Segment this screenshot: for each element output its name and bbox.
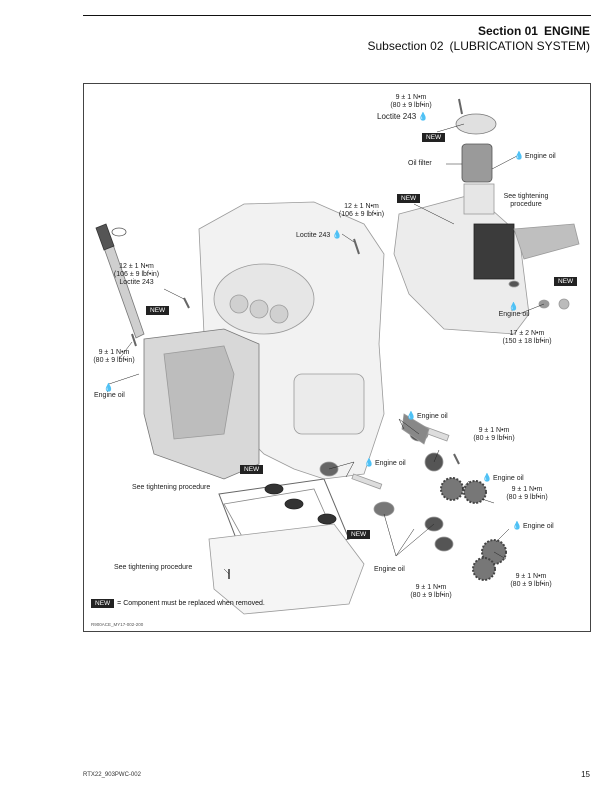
header-rule [83, 15, 591, 16]
callout-torque-top: 9 ± 1 N•m(80 ± 9 lbf•in) [390, 94, 432, 109]
footer-page-number: 15 [581, 770, 590, 779]
legend-text: = Component must be replaced when remove… [117, 600, 265, 607]
callout-torque-gears2: 9 ± 1 N•m(80 ± 9 lbf•in) [506, 486, 548, 501]
callout-oil-filter: Oil filter [408, 160, 432, 167]
callout-loctite-top: Loctite 243 💧 [377, 112, 429, 121]
oil-drop-icon: 💧 [508, 302, 519, 311]
exploded-view-figure: 9 ± 1 N•m(80 ± 9 lbf•in) Loctite 243 💧 N… [83, 83, 591, 632]
new-badge: NEW [554, 277, 578, 286]
new-badge: NEW [347, 530, 371, 539]
section-number: Section 01 [477, 24, 538, 38]
callout-torque-bottom: 9 ± 1 N•m(80 ± 9 lbf•in) [410, 584, 452, 599]
oil-drop-icon: 💧 [332, 230, 343, 239]
callout-engine-oil-gears: 💧Engine oil [406, 411, 448, 421]
new-badge: NEW [240, 465, 264, 474]
callout-torque-bottom-right: 9 ± 1 N•m(80 ± 9 lbf•in) [510, 573, 552, 588]
new-badge: NEW [91, 599, 115, 608]
oil-drop-icon: 💧 [512, 521, 522, 530]
section-title: Section 01 ENGINE [478, 24, 590, 38]
oil-drop-icon: 💧 [514, 151, 524, 160]
callout-see-tightening-left: See tightening procedure [132, 484, 211, 491]
callout-engine-oil-bottom: Engine oil [374, 566, 405, 573]
callout-torque-mid: 12 ± 1 N•m(106 ± 9 lbf•in) [338, 203, 385, 218]
subsection-title: Subsection 02 (LUBRICATION SYSTEM) [367, 39, 590, 53]
callout-torque-dipstick: 9 ± 1 N•m(80 ± 9 lbf•in) [93, 349, 135, 364]
new-badge: NEW [422, 133, 446, 142]
footer-doc-code: RTX22_903PWC-002 [83, 772, 141, 778]
new-badge: NEW [397, 194, 421, 203]
oil-drop-icon: 💧 [418, 112, 429, 121]
callout-see-tightening-bottom: See tightening procedure [114, 564, 193, 571]
oil-drop-icon: 💧 [103, 383, 114, 392]
callout-torque-right: 17 ± 2 N•m(150 ± 18 lbf•in) [502, 330, 552, 345]
new-badge: NEW [146, 306, 170, 315]
callout-engine-oil-gears3: 💧Engine oil [512, 521, 554, 531]
callout-engine-oil-filter: 💧Engine oil [514, 151, 556, 161]
section-name: ENGINE [543, 24, 590, 38]
oil-drop-icon: 💧 [482, 473, 492, 482]
callout-engine-oil-center: 💧Engine oil [364, 458, 406, 468]
callout-loctite-mid: Loctite 243 💧 [296, 230, 343, 240]
callout-torque-left: 12 ± 1 N•m(106 ± 9 lbf•in)Loctite 243 [113, 263, 160, 286]
subsection-name: (LUBRICATION SYSTEM) [449, 39, 590, 53]
subsection-number: Subsection 02 [367, 39, 444, 53]
engine-exploded-illustration [95, 98, 580, 615]
callout-engine-oil-left: 💧Engine oil [94, 383, 125, 400]
figure-id: R900ACE_MY17-002-200 [91, 622, 144, 627]
figure-legend: NEW= Component must be replaced when rem… [91, 599, 265, 608]
oil-drop-icon: 💧 [406, 411, 416, 420]
callout-torque-gears1: 9 ± 1 N•m(80 ± 9 lbf•in) [473, 427, 515, 442]
callout-engine-oil-gears2: 💧Engine oil [482, 473, 524, 483]
oil-drop-icon: 💧 [364, 458, 374, 467]
callout-engine-oil-right: 💧Engine oil [498, 302, 530, 319]
